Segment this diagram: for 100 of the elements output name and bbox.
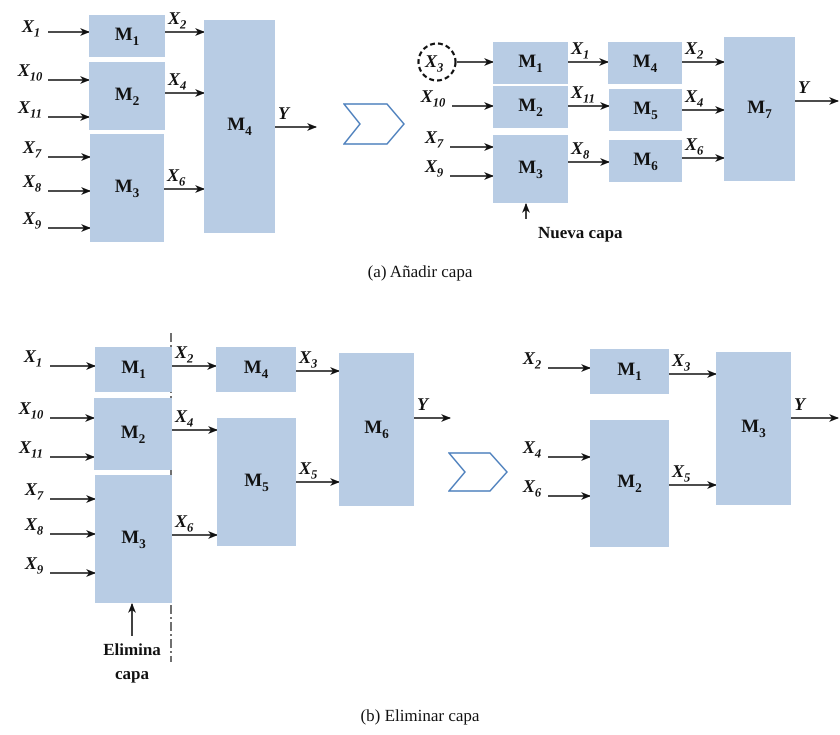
arrow: [548, 453, 591, 461]
module-label: M$_{2}$: [120, 422, 146, 446]
arrow: [50, 530, 96, 538]
input-variable: X$_{9}$: [18, 553, 50, 579]
annotation-text: Elimina capa: [90, 636, 174, 688]
module-block: [90, 134, 164, 242]
arrow: [296, 367, 340, 375]
module-block: [608, 42, 682, 84]
module-label: M$_{2}$: [518, 94, 543, 120]
edge-label: X$_{2}$: [175, 342, 194, 368]
input-variable: X$_{9}$: [418, 156, 450, 182]
arrow: [164, 185, 205, 193]
edge-label: Y: [278, 103, 289, 123]
module-block: [89, 15, 165, 57]
caption: (a) Añadir capa: [368, 262, 472, 281]
module-label: M$_{2}$: [617, 471, 642, 496]
arrow: [128, 603, 136, 636]
arrow: [275, 123, 317, 131]
arrow: [50, 453, 95, 461]
input-variable: X$_{11}$: [12, 437, 50, 463]
arrow: [669, 370, 717, 378]
arrow: [791, 414, 839, 422]
edge-label: X$_{5}$: [672, 461, 690, 487]
input-variable: X$_{7}$: [418, 127, 450, 153]
module-label: M$_{6}$: [633, 148, 658, 174]
arrow: [48, 153, 91, 161]
arrow: [548, 364, 591, 372]
module-label: M$_{3}$: [518, 156, 543, 182]
edge-label: X$_{8}$: [571, 138, 590, 164]
arrow: [568, 158, 610, 166]
edge-label: X$_{6}$: [685, 134, 704, 160]
module-block: [89, 62, 165, 130]
module-block: [95, 347, 172, 392]
module-block: [493, 135, 568, 203]
module-block: [609, 89, 682, 131]
input-variable: X$_{1}$: [14, 16, 48, 42]
arrow: [548, 492, 591, 500]
edge-label: X$_{2}$: [685, 38, 704, 64]
module-block: [724, 37, 795, 181]
arrow: [669, 481, 717, 489]
input-variable: X$_{9}$: [16, 208, 48, 234]
arrow: [682, 106, 725, 114]
arrow: [457, 58, 494, 66]
input-variable: X$_{3}$: [425, 51, 444, 77]
module-block: [94, 398, 172, 470]
module-label: M$_{4}$: [244, 357, 268, 382]
module-block: [204, 20, 275, 233]
module-label: M$_{3}$: [114, 176, 140, 200]
input-variable: X$_{8}$: [16, 171, 48, 197]
edge-label: X$_{4}$: [175, 406, 194, 432]
arrow: [682, 154, 725, 162]
input-variable: X$_{10}$: [12, 398, 50, 424]
arrow: [795, 97, 839, 105]
module-block: [339, 353, 414, 506]
module-block: [95, 475, 172, 603]
arrow: [568, 58, 609, 66]
module-label: M$_{5}$: [244, 470, 269, 494]
input-variable: X$_{7}$: [18, 479, 50, 505]
edge-label: Y: [798, 77, 809, 97]
module-block: [216, 347, 296, 392]
edge-label: X$_{4}$: [168, 69, 186, 95]
edge-label: X$_{4}$: [685, 86, 704, 112]
input-variable: X$_{10}$: [12, 60, 48, 86]
module-label: M$_{1}$: [518, 50, 543, 76]
arrow: [50, 495, 96, 503]
arrow: [450, 143, 494, 151]
arrow: [50, 414, 95, 422]
arrow: [296, 478, 340, 486]
arrow: [414, 414, 451, 422]
module-label: M$_{1}$: [121, 357, 146, 382]
module-block: [493, 86, 568, 128]
edge-label: X$_{5}$: [299, 458, 318, 484]
input-variable: X$_{10}$: [414, 86, 452, 112]
module-label: M$_{2}$: [114, 84, 140, 108]
arrow: [568, 102, 610, 110]
arrow: [165, 89, 205, 97]
edge-label: X$_{1}$: [571, 38, 590, 64]
input-variable: X$_{1}$: [16, 346, 50, 372]
module-label: M$_{5}$: [633, 98, 658, 122]
edge-label: X$_{2}$: [168, 8, 186, 34]
module-label: M$_{3}$: [741, 416, 766, 441]
annotation-text: Nueva capa: [518, 219, 653, 247]
arrow: [172, 362, 217, 370]
edge-label: X$_{6}$: [175, 511, 194, 537]
module-block: [590, 420, 669, 547]
arrow: [50, 569, 96, 577]
module-block: [716, 352, 791, 505]
module-block: [590, 349, 669, 394]
arrow: [48, 28, 90, 36]
edge-label: Y: [794, 394, 805, 414]
caption: (b) Eliminar capa: [360, 706, 480, 725]
arrow: [172, 531, 218, 539]
arrow: [165, 28, 205, 36]
arrow: [682, 58, 725, 66]
arrow: [48, 113, 90, 121]
arrow: [50, 362, 96, 370]
module-label: M$_{1}$: [114, 24, 140, 48]
input-variable: X$_{8}$: [18, 514, 50, 540]
input-variable: X$_{11}$: [12, 97, 48, 123]
edge-label: X$_{3}$: [299, 347, 318, 373]
